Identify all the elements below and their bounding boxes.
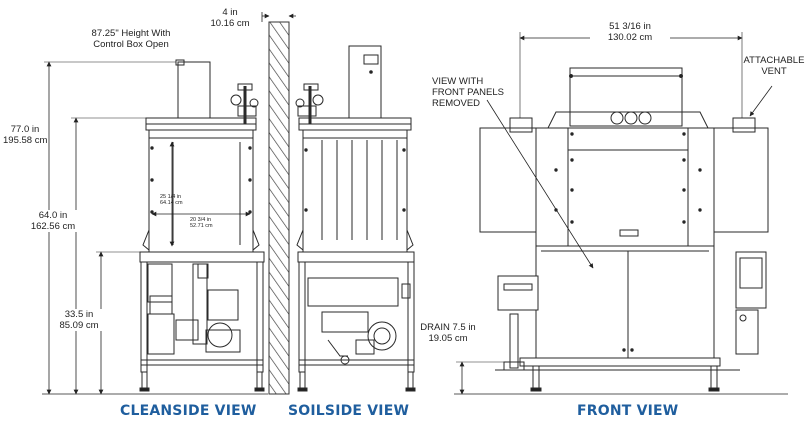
vent-line2: VENT	[761, 66, 787, 77]
panels-line3: REMOVED	[432, 98, 481, 109]
table-height-inches: 33.5 in	[64, 309, 94, 320]
height-open-label: 87.25" Height With Control Box Open	[66, 28, 196, 50]
overall-height-inches: 77.0 in	[10, 124, 40, 135]
inner-height-cm: 64.14 cm	[160, 200, 183, 206]
wall-gap-label: 4 in 10.16 cm	[194, 7, 266, 29]
wall-gap-cm: 10.16 cm	[210, 18, 250, 29]
height-open-line2: Control Box Open	[93, 39, 169, 50]
panels-line1: VIEW WITH	[432, 76, 484, 87]
overall-height-label: 77.0 in 195.58 cm	[3, 124, 47, 146]
vent-line1: ATTACHABLE	[743, 55, 805, 66]
wall-gap-dimension	[261, 12, 296, 22]
soilside-view-title: SOILSIDE VIEW	[288, 403, 410, 419]
inner-width-inches: 20 3/4 in	[190, 217, 212, 223]
wall-gap-inches: 4 in	[222, 7, 238, 18]
table-height-label: 33.5 in 85.09 cm	[56, 309, 102, 331]
front-machine	[479, 67, 769, 392]
overall-height-cm: 195.58 cm	[3, 135, 48, 146]
drain-label: DRAIN 7.5 in 19.05 cm	[406, 322, 490, 344]
inner-height-inches: 25 1/4 in	[160, 194, 182, 200]
inner-width-label: 20 3/4 in 52.71 cm	[190, 217, 213, 229]
drain-cm: 19.05 cm	[428, 333, 468, 344]
table-height-cm: 85.09 cm	[59, 320, 99, 331]
height-open-line1: 87.25" Height With	[91, 28, 171, 39]
panels-label: VIEW WITH FRONT PANELS REMOVED	[432, 76, 504, 109]
inner-width-cm: 52.71 cm	[190, 223, 213, 229]
wall	[268, 21, 290, 395]
cleanside-view-title: CLEANSIDE VIEW	[120, 403, 257, 419]
cleanside-dimensions	[42, 61, 268, 395]
inner-height-label: 25 1/4 in 64.14 cm	[160, 194, 183, 206]
front-width-label: 51 3/16 in 130.02 cm	[590, 21, 670, 43]
mid-height-cm: 162.56 cm	[30, 221, 76, 232]
front-width-cm: 130.02 cm	[607, 32, 653, 43]
soilside-machine	[295, 45, 416, 392]
drain-inches: DRAIN 7.5 in	[420, 322, 476, 333]
mid-height-label: 64.0 in 162.56 cm	[29, 210, 77, 232]
front-width-inches: 51 3/16 in	[609, 21, 651, 32]
front-view-title: FRONT VIEW	[577, 403, 679, 419]
panels-line2: FRONT PANELS	[432, 87, 504, 98]
mid-height-inches: 64.0 in	[38, 210, 68, 221]
vent-label: ATTACHABLE VENT	[742, 55, 806, 77]
